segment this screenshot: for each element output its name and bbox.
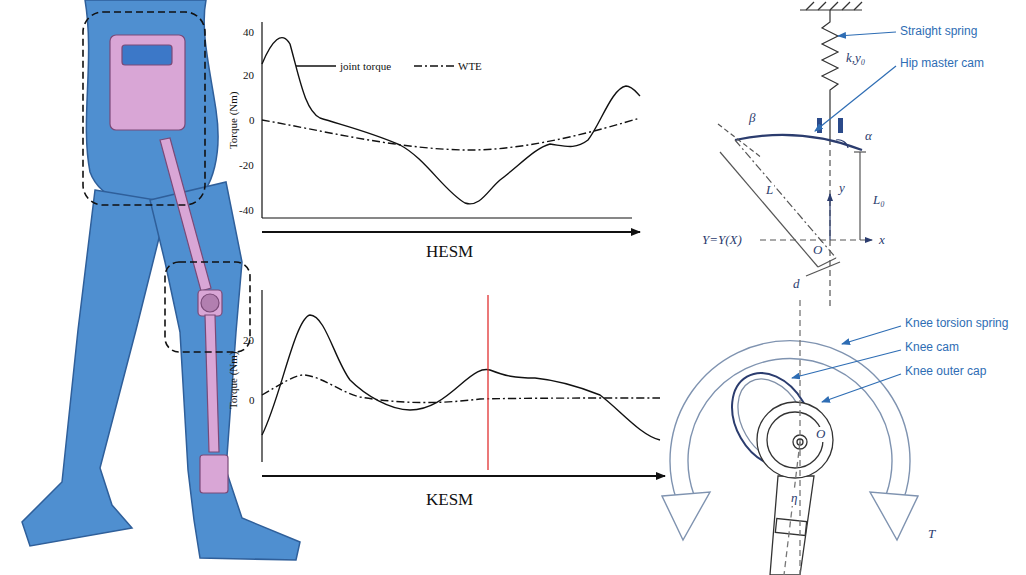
- chart-axes: [262, 22, 640, 232]
- symbol-label: L₀: [872, 193, 886, 208]
- torque-curve: [262, 38, 640, 204]
- leader-line: [815, 32, 896, 131]
- exoskeleton: [110, 35, 228, 493]
- knee-mechanism: [716, 300, 833, 575]
- symbol-label: x: [878, 233, 886, 248]
- symbol-label: O: [812, 243, 823, 258]
- chart-title: KESM: [426, 490, 473, 510]
- legend-text: WTE: [458, 60, 482, 72]
- symbol-label: y: [838, 181, 846, 196]
- torque-curve: [262, 315, 660, 440]
- symbol-label: β: [748, 111, 756, 126]
- human-figure: [22, 0, 300, 560]
- symbol-label: d: [792, 277, 801, 292]
- legend-sample: [414, 61, 454, 71]
- chart-axes: [262, 290, 665, 476]
- symbol-label: η: [790, 491, 798, 506]
- legend-item: joint torque: [296, 60, 391, 72]
- symbol-label: k,y₀: [845, 51, 866, 66]
- axis-title: Torque (Nm): [227, 92, 240, 150]
- tick-label: -20: [239, 159, 254, 172]
- axis-title: Torque (Nm): [227, 352, 240, 410]
- part-name: Knee outer cap: [905, 365, 986, 379]
- region-outline: [83, 12, 250, 352]
- tick-label: -40: [239, 204, 254, 217]
- symbol-label: Y=Y(X): [701, 233, 743, 248]
- symbol-label: α: [864, 129, 873, 144]
- tick-label: 20: [243, 69, 254, 82]
- tick-label: 40: [243, 26, 254, 39]
- symbol-label: L: [765, 183, 774, 198]
- chart-title: HESM: [426, 242, 473, 262]
- part-name: Knee cam: [905, 341, 959, 355]
- part-name: Hip master cam: [900, 57, 984, 71]
- leader-line: [792, 326, 901, 402]
- legend-sample: [296, 61, 336, 71]
- legend-text: joint torque: [340, 60, 391, 72]
- symbol-label: T: [927, 527, 936, 542]
- part-name: Straight spring: [900, 25, 977, 39]
- part-name: Knee torsion spring: [905, 317, 1008, 331]
- hip-mechanism: [718, 2, 872, 310]
- tick-label: 0: [249, 394, 255, 407]
- symbol-label: O: [815, 427, 826, 442]
- marker-line: [487, 295, 488, 470]
- legend-item: WTE: [414, 60, 482, 72]
- tick-label: 0: [249, 114, 255, 127]
- tick-label: 20: [243, 334, 254, 347]
